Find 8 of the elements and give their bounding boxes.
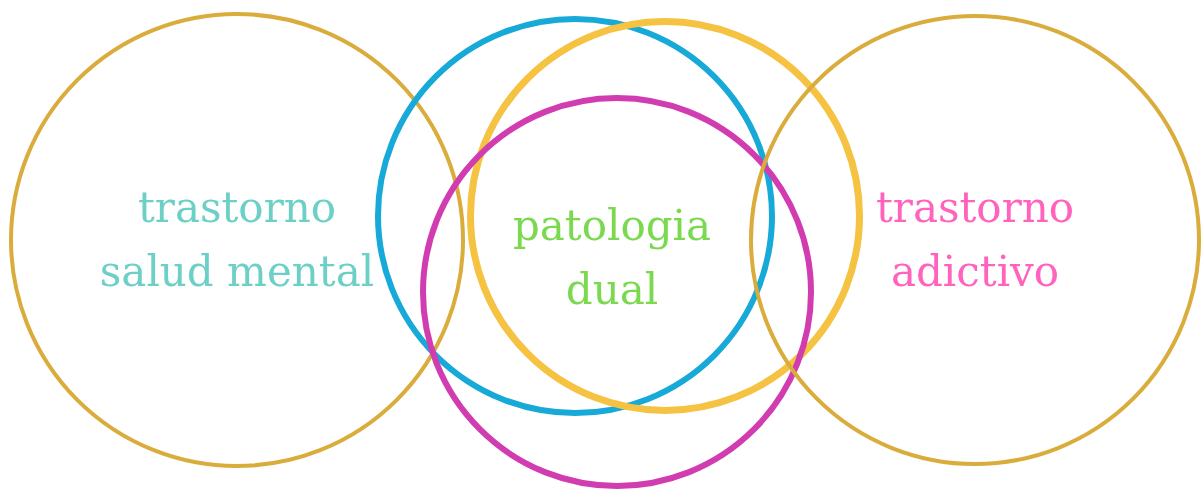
circle-outline bbox=[375, 16, 775, 416]
overlap-label: patologia dual bbox=[511, 200, 713, 316]
circle-outline bbox=[467, 18, 863, 414]
circle-label: trastorno adictivo bbox=[874, 182, 1076, 298]
circle-outline bbox=[9, 12, 465, 468]
circle-outline bbox=[420, 95, 814, 489]
circle-label: trastorno salud mental bbox=[98, 182, 376, 298]
circle-outline bbox=[749, 14, 1201, 466]
